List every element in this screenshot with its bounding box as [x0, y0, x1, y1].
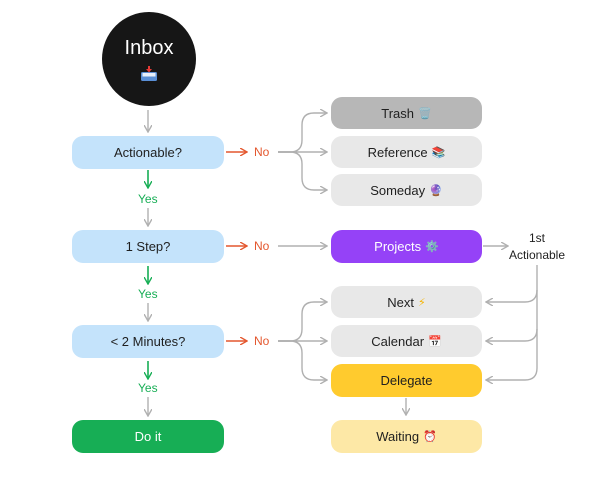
trash-node: Trash 🗑️ — [331, 97, 482, 129]
two-minutes-yes-label: Yes — [138, 381, 158, 395]
first-actionable-label: 1st Actionable — [505, 230, 569, 264]
one-step-yes-label: Yes — [138, 287, 158, 301]
gear-icon: ⚙️ — [425, 240, 439, 253]
calendar-node: Calendar 📅 — [331, 325, 482, 357]
someday-label: Someday — [370, 182, 426, 198]
no-to-trash-connector — [278, 113, 327, 153]
one-step-question: 1 Step? — [72, 230, 224, 263]
wastebasket-icon: 🗑️ — [418, 106, 432, 120]
projects-node: Projects ⚙️ — [331, 230, 482, 263]
actionable-no-label: No — [254, 145, 270, 159]
calendar-icon: 📅 — [428, 334, 442, 348]
inbox-node: Inbox — [102, 12, 196, 106]
no-to-delegate-connector — [278, 340, 327, 380]
waiting-label: Waiting — [376, 429, 420, 444]
alarm-clock-icon: ⏰ — [423, 430, 437, 443]
projects-label: Projects — [374, 239, 422, 254]
crystal-ball-icon: 🔮 — [429, 183, 443, 197]
no-to-someday-connector — [278, 151, 327, 190]
reference-label: Reference — [367, 144, 428, 160]
reference-node: Reference 📚 — [331, 136, 482, 168]
no-to-next-connector — [278, 302, 327, 342]
actionable-yes-label: Yes — [138, 192, 158, 206]
first-actionable-to-delegate-connector — [486, 329, 538, 380]
delegate-node: Delegate — [331, 364, 482, 397]
lightning-icon: ⚡ — [418, 295, 426, 309]
two-minutes-question: < 2 Minutes? — [72, 325, 224, 358]
two-minutes-no-label: No — [254, 334, 270, 348]
calendar-label: Calendar — [371, 333, 425, 349]
inbox-title: Inbox — [124, 36, 174, 59]
inbox-tray-icon — [141, 65, 157, 81]
next-node: Next ⚡ — [331, 286, 482, 318]
one-step-no-label: No — [254, 239, 270, 253]
trash-label: Trash — [381, 105, 415, 121]
delegate-label: Delegate — [380, 373, 433, 388]
first-actionable-line2: Actionable — [508, 248, 566, 262]
actionable-question: Actionable? — [72, 136, 224, 169]
waiting-node: Waiting ⏰ — [331, 420, 482, 453]
first-actionable-line1: 1st — [528, 231, 545, 245]
two-minutes-question-label: < 2 Minutes? — [110, 334, 186, 349]
someday-node: Someday 🔮 — [331, 174, 482, 206]
do-it-label: Do it — [134, 429, 162, 444]
one-step-question-label: 1 Step? — [125, 239, 171, 254]
next-label: Next — [387, 294, 414, 310]
books-icon: 📚 — [431, 145, 446, 159]
actionable-question-label: Actionable? — [114, 145, 182, 160]
first-actionable-to-calendar-connector — [486, 290, 538, 341]
do-it-node: Do it — [72, 420, 224, 453]
first-actionable-to-next-connector — [486, 265, 538, 302]
